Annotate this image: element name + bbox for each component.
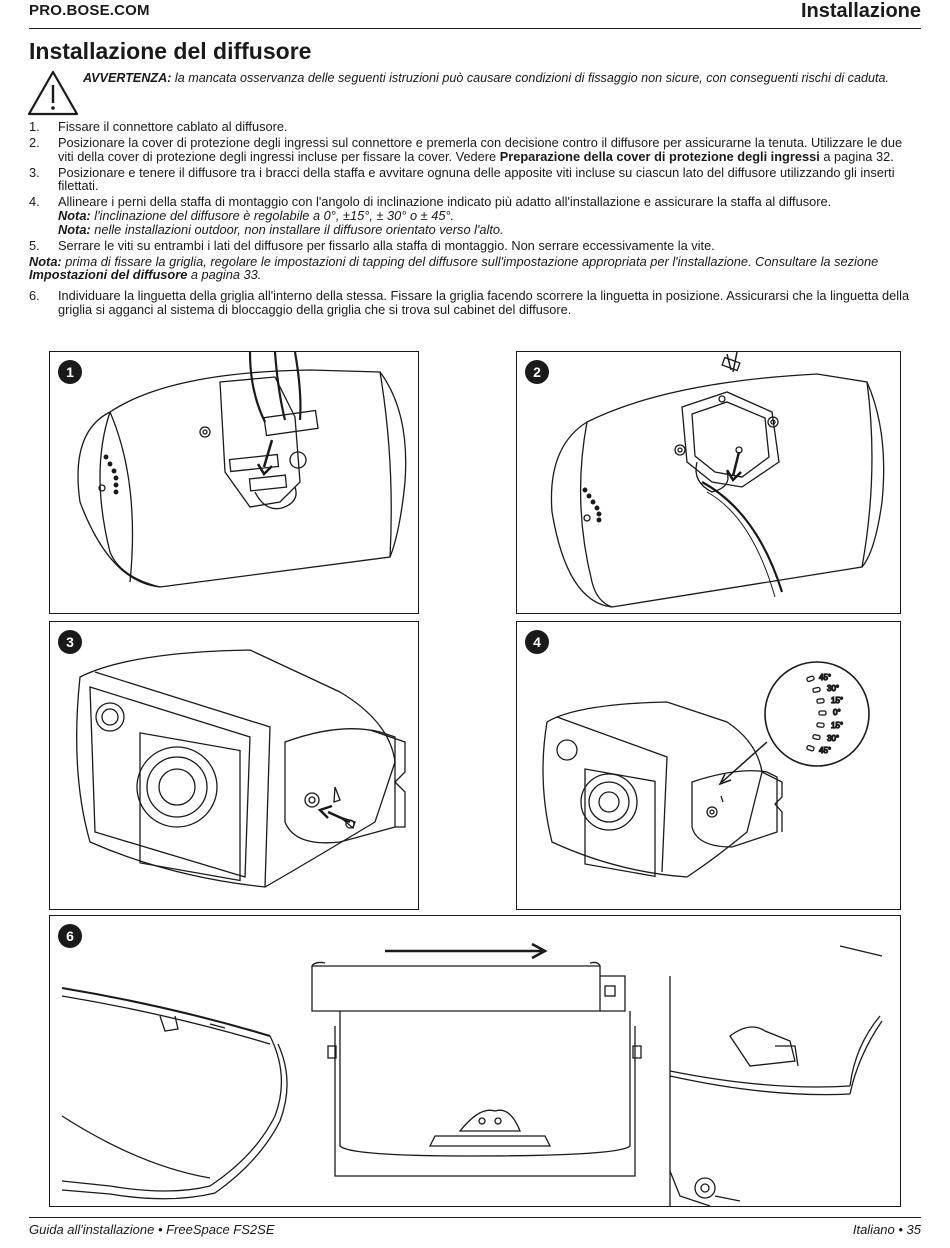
- step-5: 5. Serrare le viti su entrambi i lati de…: [29, 237, 921, 253]
- step-2: 2. Posizionare la cover di protezione de…: [29, 136, 921, 163]
- step-text: Serrare le viti su entrambi i lati del d…: [58, 237, 715, 253]
- step-4: 4. Allineare i perni della staffa di mon…: [29, 195, 921, 236]
- instruction-list: 1. Fissare il connettore cablato al diff…: [29, 120, 921, 319]
- page-title: Installazione del diffusore: [29, 38, 312, 64]
- angle-label: 45°: [819, 746, 831, 755]
- tilt-angle-scale: 45° 30° 15° 0° 15° 30° 45°: [806, 672, 844, 756]
- angle-label: 45°: [819, 673, 831, 682]
- step-4-note-2: Nota: nelle installazioni outdoor, non i…: [58, 222, 504, 237]
- note-reference: Impostazioni del diffusore: [29, 267, 188, 283]
- step-text: Posizionare la cover di protezione degli…: [58, 135, 903, 164]
- angle-label: 0°: [833, 708, 841, 717]
- step-4-note-1: Nota: l'inclinazione del diffusore è reg…: [58, 208, 454, 223]
- note-text: prima di fissare la griglia, regolare le…: [61, 253, 879, 269]
- step-badge: 6: [58, 924, 82, 948]
- figure-6: 6: [49, 915, 901, 1207]
- step-reference: Preparazione della cover di protezione d…: [499, 148, 820, 164]
- step-6: 6. Individuare la linguetta della grigli…: [29, 289, 921, 316]
- input-cover-illustration: [550, 352, 885, 608]
- step-badge: 4: [525, 630, 549, 654]
- note-text: l'inclinazione del diffusore è regolabil…: [90, 208, 455, 224]
- step-number: 1.: [29, 119, 40, 134]
- step-badge: 1: [58, 360, 82, 384]
- step-badge: 3: [58, 630, 82, 654]
- section-title: Installazione: [800, 0, 921, 22]
- note-text-after: a pagina 33.: [187, 267, 262, 283]
- figure-1: 1: [49, 351, 419, 614]
- warning-text: AVVERTENZA: la mancata osservanza delle …: [83, 71, 913, 85]
- footer-page-number: Italiano • 35: [852, 1222, 921, 1237]
- figure-2: 2: [516, 351, 901, 614]
- note-label: Nota:: [58, 221, 91, 237]
- step-text: Allineare i perni della staffa di montag…: [58, 194, 832, 210]
- tilt-angle-illustration: 45° 30° 15° 0° 15° 30° 45°: [542, 661, 870, 878]
- step-number: 3.: [29, 164, 40, 180]
- site-url: PRO.BOSE.COM: [29, 2, 150, 19]
- angle-label: 30°: [827, 684, 839, 693]
- step-text: Posizionare e tenere il diffusore tra i …: [58, 164, 895, 194]
- step-number: 2.: [29, 135, 40, 151]
- page-header: PRO.BOSE.COM Installazione: [29, 0, 921, 29]
- note-label: Nota:: [29, 253, 62, 269]
- angle-label: 15°: [831, 721, 843, 730]
- note-label: Nota:: [58, 208, 91, 224]
- note-text: nelle installazioni outdoor, non install…: [90, 221, 504, 237]
- page-footer: Guida all'installazione • FreeSpace FS2S…: [29, 1217, 921, 1237]
- speaker-connector-illustration: [77, 352, 407, 588]
- grille-slide-illustration: [61, 942, 883, 1206]
- footer-guide-title: Guida all'installazione • FreeSpace FS2S…: [29, 1222, 275, 1237]
- angle-label: 15°: [831, 696, 843, 705]
- step-number: 4.: [29, 194, 40, 210]
- step-text: Fissare il connettore cablato al diffuso…: [58, 119, 288, 134]
- step-text-after: a pagina 32.: [819, 148, 894, 164]
- step-number: 6.: [29, 288, 40, 304]
- step-text: Individuare la linguetta della griglia a…: [58, 288, 910, 317]
- angle-label: 30°: [827, 734, 839, 743]
- figure-3: 3: [49, 621, 419, 910]
- step-number: 5.: [29, 237, 40, 253]
- warning-body: la mancata osservanza delle seguenti ist…: [171, 71, 889, 85]
- warning-label: AVVERTENZA:: [83, 71, 172, 85]
- warning-icon: [27, 70, 79, 116]
- bracket-screw-illustration: [76, 649, 406, 888]
- figure-4: 45° 30° 15° 0° 15° 30° 45° 4: [516, 621, 901, 910]
- step-3: 3. Posizionare e tenere il diffusore tra…: [29, 166, 921, 193]
- grille-note: Nota: prima di fissare la griglia, regol…: [29, 255, 921, 282]
- step-badge: 2: [525, 360, 549, 384]
- step-1: 1. Fissare il connettore cablato al diff…: [29, 120, 921, 134]
